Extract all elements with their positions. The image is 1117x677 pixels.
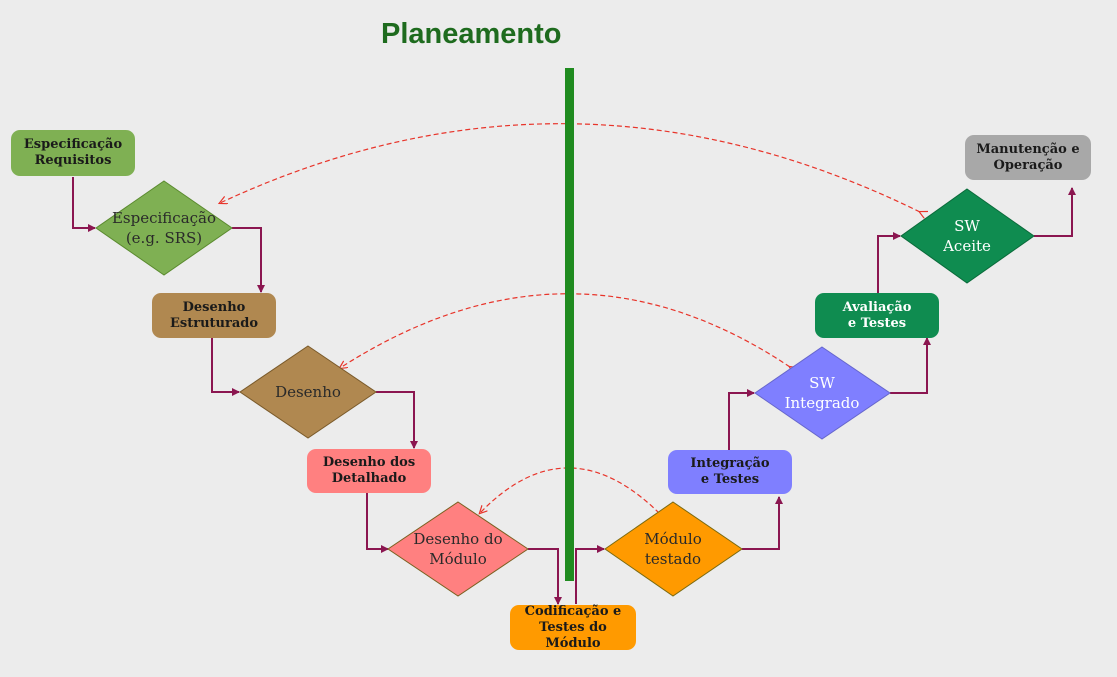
diamond-sw-aceite	[900, 188, 1035, 284]
connector-2	[232, 227, 265, 293]
diamond-desenho-modulo	[387, 501, 529, 597]
box-manutencao-operacao: Manutenção e Operação	[965, 135, 1091, 180]
label-sw-aceite: SW Aceite	[943, 217, 991, 255]
box-codificacao-testes: Codificação e Testes do Módulo	[510, 604, 636, 651]
diagram-title: Planeamento	[381, 18, 562, 50]
label-desenho: Desenho	[275, 383, 341, 401]
connector-3	[211, 338, 240, 396]
diamond-modulo-testado	[604, 501, 743, 597]
dashed-arc-modulo-testado	[480, 467, 665, 519]
diamond-desenho	[239, 345, 377, 439]
diamond-especificacao	[95, 180, 233, 276]
box-especificacao-requisitos: Especificação Requisitos	[11, 130, 135, 176]
label-sw-integrado: SW Integrado	[784, 374, 860, 412]
label-especificacao: Especificação (e.g. SRS)	[111, 209, 217, 247]
connector-10	[890, 337, 931, 394]
connector-4	[376, 391, 418, 449]
box-integracao-testes: Integração e Testes	[668, 450, 792, 494]
connector-11	[877, 232, 901, 293]
dashed-arc-desenho-integrado	[340, 293, 790, 368]
connector-5	[366, 492, 389, 553]
box-desenho-estruturado: Desenho Estruturado	[152, 293, 276, 338]
connector-7	[575, 545, 605, 604]
diamond-sw-integrado	[754, 346, 891, 440]
label-desenho-modulo: Desenho do Módulo	[413, 530, 503, 568]
box-avaliacao-testes: Avaliação e Testes	[815, 293, 939, 338]
connector-9	[728, 389, 755, 450]
connector-8	[742, 496, 783, 550]
connector-12	[1034, 187, 1076, 237]
planeamento-divider	[565, 68, 574, 581]
box-desenho-detalhado: Desenho dos Detalhado	[307, 449, 431, 493]
connector-1	[72, 177, 96, 232]
connector-6	[528, 548, 562, 605]
label-modulo-testado: Módulo testado	[644, 530, 702, 568]
